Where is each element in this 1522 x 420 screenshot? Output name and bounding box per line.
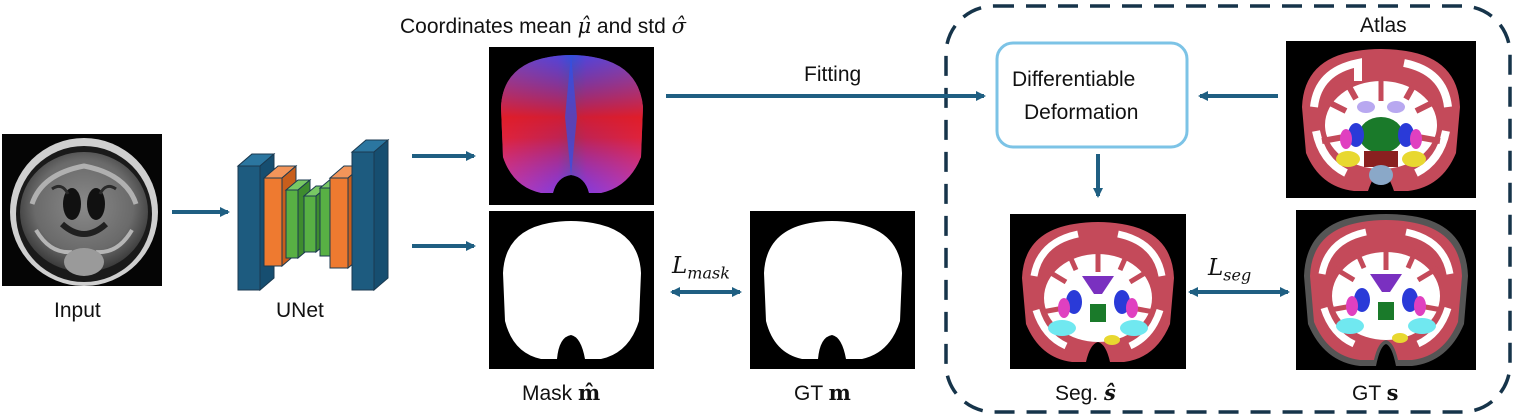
coordinates-title-mid: and std xyxy=(591,15,672,38)
differentiable-deformation-box xyxy=(995,41,1189,149)
unet-block-stack xyxy=(236,138,390,292)
mask-pred-label: Mask m̂ xyxy=(522,380,600,406)
mask-pred-symbol: m̂ xyxy=(578,380,601,405)
input-mri-image xyxy=(2,134,162,286)
coordinates-title: Coordinates mean μ̂ and std σ̂ xyxy=(400,14,686,39)
seg-pred-symbol: ŝ xyxy=(1104,380,1116,405)
atlas-label: Atlas xyxy=(1360,14,1407,37)
deformation-label-line2: Deformation xyxy=(1024,101,1139,124)
input-label: Input xyxy=(54,299,101,322)
gt-mask-prefix: GT xyxy=(794,382,829,405)
gt-seg-prefix: GT xyxy=(1352,382,1387,405)
coordinates-title-prefix: Coordinates mean xyxy=(400,15,578,38)
atlas-image xyxy=(1286,41,1476,198)
gt-segmentation-image xyxy=(1296,210,1476,370)
atlas-deformation-region xyxy=(944,4,1512,414)
predicted-mask-image xyxy=(489,211,654,369)
unet-label: UNet xyxy=(276,299,324,322)
sigma-hat-symbol: σ̂ xyxy=(671,14,686,38)
gt-seg-symbol: s xyxy=(1386,380,1399,405)
gt-mask-symbol: m xyxy=(828,380,851,405)
loss-mask-label: Lmask xyxy=(672,252,730,283)
deformation-label-line1: Differentiable xyxy=(1012,68,1136,91)
gt-mask-label: GT m xyxy=(794,380,851,406)
loss-seg-main: L xyxy=(1208,255,1224,281)
seg-pred-label: Seg. ŝ xyxy=(1055,380,1116,406)
gt-mask-image xyxy=(750,211,915,369)
mask-pred-prefix: Mask xyxy=(522,382,579,405)
loss-mask-main: L xyxy=(672,253,688,279)
seg-pred-prefix: Seg. xyxy=(1055,382,1105,405)
coordinates-mean-std-image xyxy=(489,47,654,205)
fitting-label: Fitting xyxy=(804,63,862,86)
predicted-segmentation-image xyxy=(1010,214,1186,369)
loss-mask-subscript: mask xyxy=(687,263,730,283)
loss-seg-label: Lseg xyxy=(1208,254,1251,285)
gt-seg-label: GT s xyxy=(1352,380,1398,406)
loss-seg-subscript: seg xyxy=(1223,265,1252,285)
mu-hat-symbol: μ̂ xyxy=(577,14,592,38)
